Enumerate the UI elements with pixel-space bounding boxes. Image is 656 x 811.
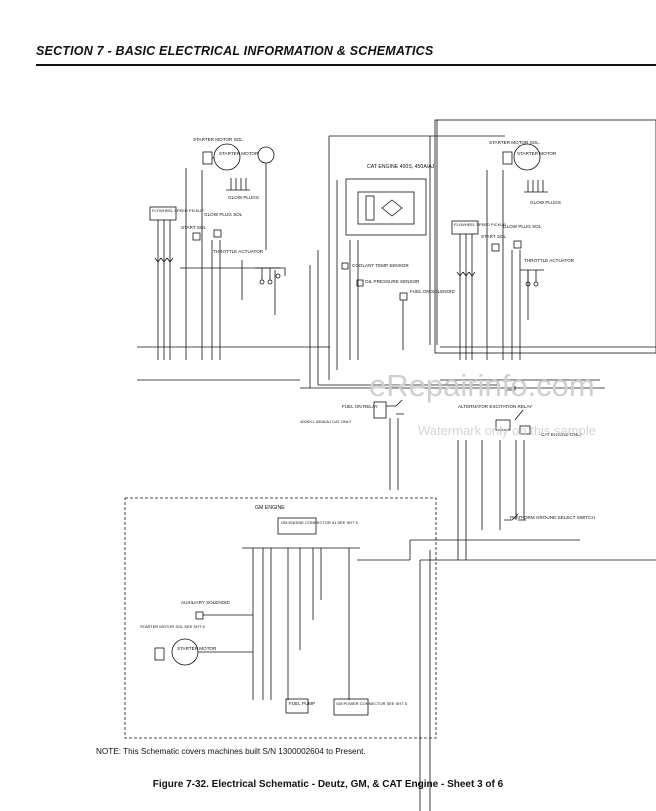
starter-motor-label-right: STARTER MOTOR	[517, 151, 557, 156]
gm-power-connector-label: GM POWER CONNECTOR SEE SHT 5	[336, 701, 408, 706]
glow-plug-sol-label-right: GLOW PLUG SOL	[503, 224, 542, 229]
glow-plugs-label-right: GLOW PLUGS	[530, 200, 561, 205]
starter-motor-left-icon	[213, 143, 241, 171]
flywheel-pickup-left	[149, 206, 177, 221]
throttle-actuator-label-left: THROTTLE ACTUATOR	[213, 249, 264, 254]
glow-plugs-left: GLOW PLUGS	[226, 178, 259, 200]
oil-pressure-sensor: OIL PRESSURE SENSOR	[356, 279, 420, 287]
oil-pressure-label: OIL PRESSURE SENSOR	[365, 279, 420, 284]
coolant-temp-label: COOLANT TEMP SENSOR	[352, 263, 409, 268]
glow-indicator-icon-left	[257, 146, 275, 164]
starter-motor-right: STARTER MOTOR SOL. STARTER MOTOR	[489, 140, 557, 171]
fuel-on-relay-label: FUEL ON RELAY	[342, 404, 378, 409]
header-rule	[36, 64, 656, 66]
starter-motor-sol-label-right: STARTER MOTOR SOL.	[489, 140, 540, 145]
aux-solenoid-label: AUXILIARY SOLENOID	[181, 600, 231, 605]
fuel-pump-label: FUEL PUMP	[289, 701, 315, 706]
cat-engine-section: CAT ENGINE 400S, 450A/AJ COOLANT TEMP SE…	[300, 135, 605, 560]
auxiliary-solenoid: AUXILIARY SOLENOID	[181, 600, 253, 620]
gm-engine-box	[124, 497, 437, 739]
alternator-excitation-relay: ALTERNATOR EXCITATION RELAY CAT ENGINE O…	[458, 386, 582, 437]
fuel-on-solenoid-label: FUEL ON SOLENOID	[410, 289, 455, 294]
flywheel-pickup-right	[451, 220, 479, 235]
coolant-temp-sensor: COOLANT TEMP SENSOR	[341, 262, 409, 270]
glow-plugs-label-left: GLOW PLUGS	[228, 195, 259, 200]
starter-motor-label-left: STARTER MOTOR	[219, 151, 259, 156]
cat-engine-label: CAT ENGINE 400S, 450A/AJ	[367, 164, 435, 170]
alternator-relay-label: ALTERNATOR EXCITATION RELAY	[458, 404, 532, 409]
cat-only-label: 400S/LL 450A/AJ CAT ONLY	[300, 419, 352, 424]
starter-motor-label-gm: STARTER MOTOR	[177, 646, 217, 651]
watermark: eRepairinfo.com	[369, 368, 595, 403]
flywheel-label-right: FLYWHEEL SPEED PICKUP	[454, 222, 506, 227]
start-sol-label-right: START SOL	[481, 234, 506, 239]
schematic-note: NOTE: This Schematic covers machines bui…	[96, 747, 366, 756]
flywheel-label-left: FLYWHEEL SPEED PICKUP	[152, 208, 204, 213]
platform-ground-select-switch: PLATFORM GROUND SELECT SWITCH	[504, 513, 595, 521]
fuel-on-relay: FUEL ON RELAY 400S/LL 450A/AJ CAT ONLY	[300, 399, 404, 490]
starter-motor-sol-label-gm: STARTER MOTOR SOL SEE SHT 5	[140, 624, 205, 629]
cat-engine-box	[345, 178, 427, 236]
figure-caption: Figure 7-32. Electrical Schematic - Deut…	[152, 779, 504, 790]
gm-engine-label: GM ENGINE	[255, 505, 285, 511]
gm-connector-label: GM ENGINE CONNECTOR #1 SEE SHT 5	[281, 520, 359, 525]
starter-motor-sol-label-left: STARTER MOTOR SOL.	[193, 137, 244, 142]
throttle-actuator-label-right: THROTTLE ACTUATOR	[524, 258, 575, 263]
glow-plugs-right: GLOW PLUGS	[524, 180, 561, 205]
section-title: SECTION 7 - BASIC ELECTRICAL INFORMATION…	[36, 44, 434, 58]
left-engine-section: STARTER MOTOR SOL. STARTER MOTOR GLOW PL…	[137, 137, 330, 381]
starter-motor-left: STARTER MOTOR SOL. STARTER MOTOR	[193, 137, 259, 171]
watermark-sub: Watermark only on this sample	[418, 423, 596, 438]
gm-power-connector: GM POWER CONNECTOR SEE SHT 5	[333, 698, 408, 716]
right-section-border	[434, 119, 656, 354]
fuel-pump: FUEL PUMP	[285, 698, 315, 714]
gm-engine-section: GM ENGINE GM ENGINE CONNECTOR #1 SEE SHT…	[124, 497, 656, 811]
platform-switch-label: PLATFORM GROUND SELECT SWITCH	[510, 515, 595, 520]
start-sol-label-left: START SOL	[181, 225, 206, 230]
right-engine-section: STARTER MOTOR SOL. STARTER MOTOR GLOW PL…	[434, 119, 656, 381]
cat-engine-only-label: CAT ENGINE ONLY	[541, 432, 582, 437]
fuel-on-solenoid: FUEL ON SOLENOID	[399, 289, 455, 350]
starter-motor-gm: STARTER MOTOR SOL SEE SHT 5 STARTER MOTO…	[140, 624, 253, 666]
glow-plug-sol-label-left: GLOW PLUG SOL	[204, 212, 243, 217]
